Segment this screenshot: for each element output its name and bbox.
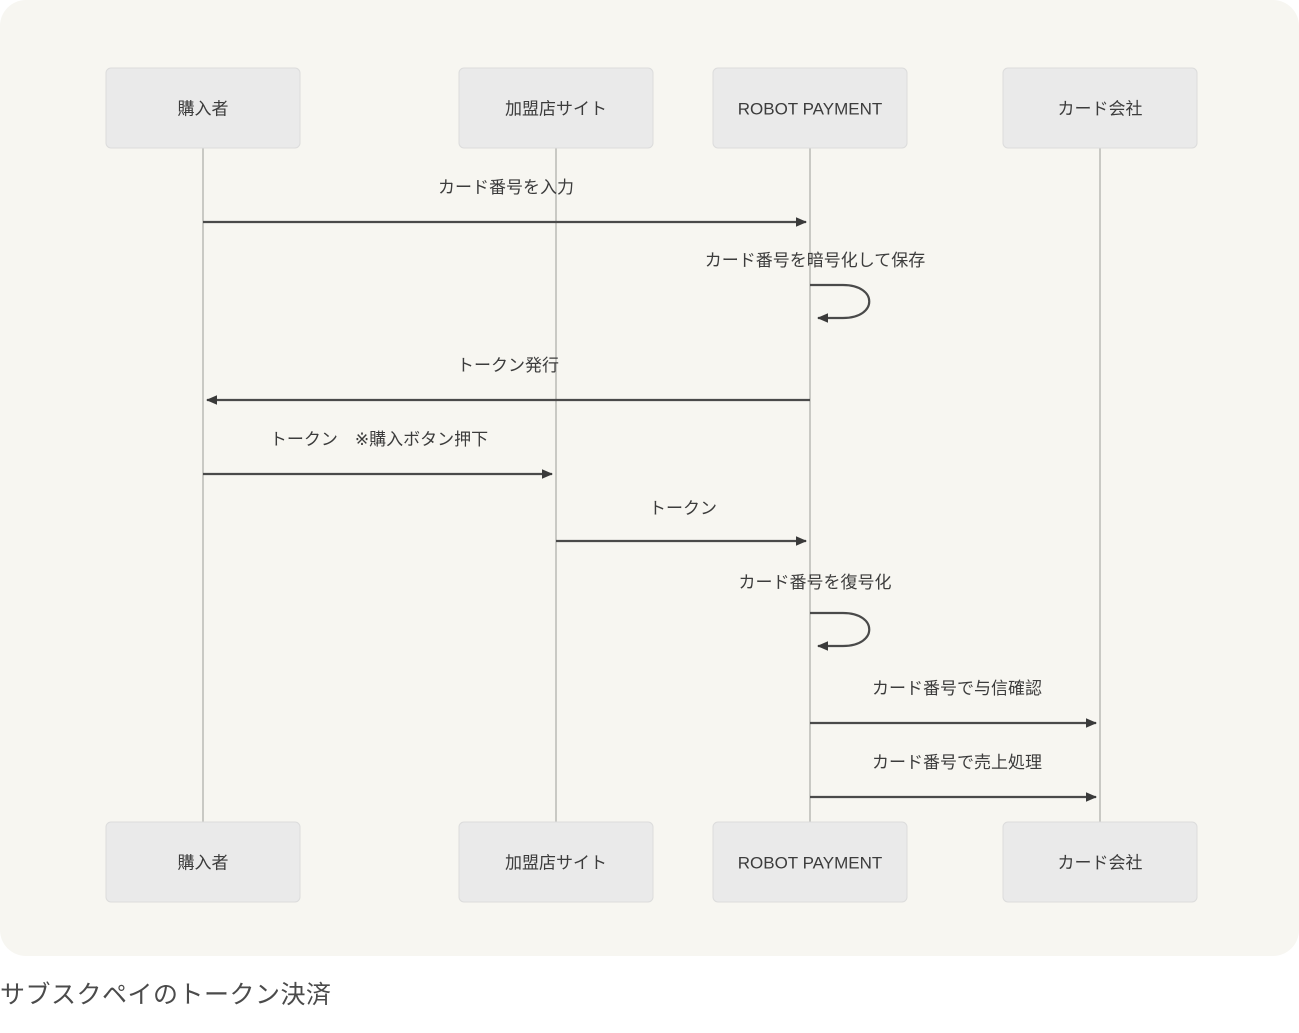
participant-top-robot[interactable]: ROBOT PAYMENT — [712, 67, 908, 149]
participant-top-buyer[interactable]: 購入者 — [105, 67, 301, 149]
message-6-label: カード番号を復号化 — [739, 573, 892, 592]
message-2-self-loop-arrow — [810, 283, 871, 323]
message-5-token[interactable]: トークン — [556, 499, 807, 546]
participant-top-card-label: カード会社 — [1058, 99, 1143, 118]
participant-top-card[interactable]: カード会社 — [1002, 67, 1198, 149]
participant-bottom-robot-label: ROBOT PAYMENT — [738, 853, 883, 872]
message-8-label: カード番号で売上処理 — [872, 753, 1042, 772]
participant-top-card-box — [1002, 67, 1198, 149]
participant-bottom-robot[interactable]: ROBOT PAYMENT — [712, 821, 908, 903]
participant-top-robot-box — [712, 67, 908, 149]
lifelines-group — [202, 148, 1101, 822]
participant-bottom-buyer-box — [105, 821, 301, 903]
message-5-label: トークン — [649, 499, 717, 518]
sequence-diagram-card: 購入者 加盟店サイト ROBOT PAYMENT カード会社 カード番号を入力 — [0, 0, 1299, 956]
message-7-credit-check[interactable]: カード番号で与信確認 — [810, 679, 1097, 728]
participant-top-merchant-label: 加盟店サイト — [505, 99, 607, 118]
participant-bottom-card[interactable]: カード会社 — [1002, 821, 1198, 903]
participant-bottom-buyer[interactable]: 購入者 — [105, 821, 301, 903]
message-7-label: カード番号で与信確認 — [872, 679, 1042, 698]
participant-bottom-buyer-label: 購入者 — [178, 853, 229, 872]
participant-bottom-merchant-box — [458, 821, 654, 903]
message-3-token-issue[interactable]: トークン発行 — [206, 356, 810, 405]
participant-top-buyer-box — [105, 67, 301, 149]
participant-bottom-robot-box — [712, 821, 908, 903]
message-4-label: トークン ※購入ボタン押下 — [270, 430, 488, 449]
diagram-caption: サブスクペイのトークン決済 — [0, 981, 332, 1009]
message-1-label: カード番号を入力 — [438, 178, 574, 197]
participant-top-buyer-label: 購入者 — [178, 99, 229, 118]
participant-bottom-merchant[interactable]: 加盟店サイト — [458, 821, 654, 903]
participant-top-merchant[interactable]: 加盟店サイト — [458, 67, 654, 149]
message-6-decrypt-card-number[interactable]: カード番号を復号化 — [739, 573, 892, 651]
message-1-enter-card-number[interactable]: カード番号を入力 — [203, 178, 807, 227]
message-8-sales-processing[interactable]: カード番号で売上処理 — [810, 753, 1097, 802]
participant-bottom-merchant-label: 加盟店サイト — [505, 853, 607, 872]
message-3-label: トークン発行 — [457, 356, 559, 375]
message-2-encrypt-and-store[interactable]: カード番号を暗号化して保存 — [705, 251, 926, 323]
participant-bottom-card-box — [1002, 821, 1198, 903]
participant-bottom-card-label: カード会社 — [1058, 853, 1143, 872]
message-2-label: カード番号を暗号化して保存 — [705, 251, 926, 270]
participant-top-robot-label: ROBOT PAYMENT — [738, 99, 883, 118]
sequence-diagram-canvas: 購入者 加盟店サイト ROBOT PAYMENT カード会社 カード番号を入力 — [105, 67, 1198, 903]
participant-top-merchant-box — [458, 67, 654, 149]
message-6-self-loop-arrow — [810, 611, 871, 651]
message-4-token-purchase-button[interactable]: トークン ※購入ボタン押下 — [203, 430, 553, 479]
